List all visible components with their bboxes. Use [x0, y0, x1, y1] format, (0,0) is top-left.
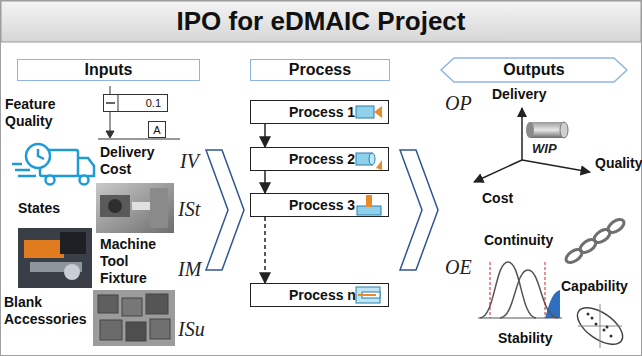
turning-icon — [356, 106, 382, 118]
blanks-photo — [93, 290, 175, 346]
section-header-hexagon: Outputs — [440, 57, 628, 83]
node-text: Outputs — [503, 61, 564, 79]
output-symbol: OP — [445, 92, 472, 115]
input-symbol: IM — [178, 258, 201, 281]
stability-ellipse — [571, 300, 629, 351]
output-label: Continuity — [484, 232, 553, 249]
lathe-photo — [96, 183, 174, 233]
axis-label: Delivery — [492, 86, 546, 103]
section-header: Process — [250, 59, 390, 81]
input-symbol: ISu — [178, 318, 205, 341]
process-box: Process n — [250, 283, 389, 307]
process-box: Process 1 — [250, 100, 389, 124]
input-label: States — [18, 200, 60, 217]
input-symbol: IV — [180, 150, 199, 173]
delivery-truck-icon — [12, 144, 94, 185]
node-text: Process 1 — [289, 104, 355, 120]
node-text: Process — [289, 61, 351, 79]
output-label: Stability — [498, 330, 552, 347]
axis-label: Quality — [595, 155, 642, 172]
node-text: A — [153, 124, 160, 136]
output-symbol: OE — [445, 256, 472, 279]
axis-label: Cost — [482, 190, 513, 207]
node-text: 0.1 — [146, 97, 161, 109]
flow-connector — [264, 171, 266, 193]
output-axes — [474, 108, 590, 182]
section-header: Inputs — [17, 59, 200, 81]
capability-curves — [478, 262, 562, 318]
node-text: Process 2 — [289, 151, 355, 167]
node-text: Inputs — [85, 61, 133, 79]
input-symbol: ISt — [178, 198, 200, 221]
wip-cylinder — [526, 122, 568, 138]
tolerance-frame: 0.1 — [103, 94, 168, 112]
node-text: Process n — [289, 287, 356, 303]
tolerance-symbol — [98, 86, 180, 139]
fixture-photo — [18, 228, 92, 288]
drilling-icon — [357, 195, 381, 215]
flow-connector — [264, 124, 266, 147]
hexagon-outline — [441, 58, 627, 82]
title-text: IPO for eDMAIC Project — [0, 0, 642, 42]
process-box: Process 2 — [250, 147, 389, 171]
process-box: Process 3 — [250, 193, 389, 217]
input-label: Machine Tool Fixture — [100, 236, 162, 287]
flow-chevron — [206, 150, 244, 270]
datum-box: A — [148, 121, 166, 138]
flow-connector — [264, 217, 266, 283]
flow-chevron — [400, 150, 438, 270]
input-label: Delivery Cost — [100, 144, 172, 178]
input-label: Feature Quality — [5, 96, 77, 130]
input-label: Blank Accessories — [4, 294, 92, 328]
chain-icon — [564, 217, 626, 266]
wip-label: WIP — [532, 141, 557, 156]
output-label: Capability — [561, 278, 628, 295]
boring-icon — [356, 287, 380, 303]
node-text: Process 3 — [289, 197, 355, 213]
title-band — [1, 1, 641, 42]
turning-icon — [356, 153, 382, 170]
